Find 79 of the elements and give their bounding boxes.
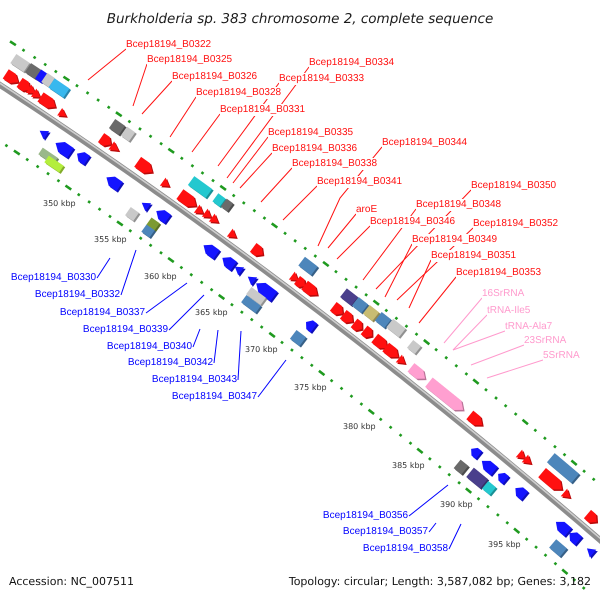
leader-line <box>448 524 462 550</box>
map-title: Burkholderia sp. 383 chromosome 2, complete sequence <box>106 11 494 28</box>
gene-label: Bcep18194_B0340 <box>106 341 192 353</box>
gene-label: 23SrRNA <box>524 335 566 347</box>
gene-label: Bcep18194_B0349 <box>412 234 498 246</box>
gene-label: Bcep18194_B0337 <box>60 307 145 319</box>
gene-label: Bcep18194_B0348 <box>416 199 502 211</box>
scale-label: 395 kbp <box>488 540 521 550</box>
leader-line <box>170 96 196 138</box>
leader-line <box>336 226 370 260</box>
leader-line <box>444 298 482 344</box>
leader-line <box>146 282 188 314</box>
gene-label: Bcep18194_B0336 <box>272 143 358 155</box>
leader-line <box>214 330 218 364</box>
gene-label: tRNA-Ile5 <box>487 305 530 317</box>
sequence-info-text: Topology: circular; Length: 3,587,082 bp; Genes: 3,182 <box>288 575 591 589</box>
leader-line <box>240 152 272 188</box>
leader-line <box>452 330 506 350</box>
gene-label: Bcep18194_B0358 <box>362 543 448 555</box>
leader-line <box>192 114 220 152</box>
leader-line <box>418 276 456 324</box>
leader-line <box>88 48 126 80</box>
leader-line <box>470 344 524 366</box>
gene-label: Bcep18194_B0326 <box>172 71 258 83</box>
gene-label: Bcep18194_B0342 <box>128 357 213 369</box>
gene-label: Bcep18194_B0351 <box>431 250 516 262</box>
scale-label: 370 kbp <box>245 345 278 355</box>
leader-line <box>96 258 110 278</box>
gene-label: Bcep18194_B0357 <box>342 526 428 538</box>
leader-line <box>168 294 204 330</box>
leader-line <box>132 64 148 106</box>
gene-label: Bcep18194_B0347 <box>172 391 257 403</box>
sequence-info-text: Accession: NC_007511 <box>9 575 134 589</box>
leader-line <box>142 80 172 114</box>
leader-line <box>120 250 136 296</box>
scale-label: 385 kbp <box>392 461 425 471</box>
scale-label: 375 kbp <box>294 383 327 393</box>
gene-label: Bcep18194_B0356 <box>322 510 408 522</box>
gene-label: 16SrRNA <box>482 288 524 300</box>
leader-line <box>452 314 488 350</box>
leader-line <box>408 260 432 308</box>
gene-label: Bcep18194_B0344 <box>382 137 468 149</box>
leader-line <box>238 330 242 380</box>
gene-label: Bcep18194_B0325 <box>147 54 232 66</box>
gene-label: Bcep18194_B0322 <box>126 39 212 51</box>
gene-label: Bcep18194_B0338 <box>292 158 378 170</box>
leader-line <box>428 522 436 532</box>
scale-label: 390 kbp <box>440 500 473 510</box>
gene-label: Bcep18194_B0339 <box>82 324 168 336</box>
scale-label: 350 kbp <box>43 199 76 209</box>
gene-label: Bcep18194_B0331 <box>220 104 306 116</box>
gene-label: aroE <box>356 204 378 216</box>
gene-label: Bcep18194_B0332 <box>34 289 120 301</box>
gene-label: Bcep18194_B0343 <box>152 374 237 386</box>
gene-label: Bcep18194_B0353 <box>456 267 542 279</box>
scale-label: 355 kbp <box>94 235 127 245</box>
gene-label: Bcep18194_B0335 <box>268 127 354 139</box>
leader-line <box>486 360 544 378</box>
scale-label: 380 kbp <box>343 422 376 432</box>
leader-line <box>282 186 318 220</box>
gene-label: Bcep18194_B0328 <box>196 87 282 99</box>
gene-label: Bcep18194_B0330 <box>10 272 96 284</box>
gene-label: 5SrRNA <box>543 350 580 362</box>
gene-label: Bcep18194_B0352 <box>473 218 558 230</box>
leader-line <box>328 214 356 248</box>
leader-line <box>384 244 412 298</box>
scale-label: 360 kbp <box>144 272 177 282</box>
leader-line <box>408 484 448 516</box>
gene-label: tRNA-Ala7 <box>505 321 552 333</box>
gene-label: Bcep18194_B0346 <box>370 216 456 228</box>
gene-label: Bcep18194_B0341 <box>317 176 402 188</box>
gene-label: Bcep18194_B0334 <box>309 57 394 69</box>
leader-line <box>192 328 200 348</box>
leader-line <box>232 136 268 184</box>
leader-line <box>258 360 286 398</box>
leader-line <box>260 168 292 202</box>
scale-label: 365 kbp <box>195 308 228 318</box>
gene-label: Bcep18194_B0333 <box>279 73 364 85</box>
gene-label: Bcep18194_B0350 <box>471 180 556 192</box>
